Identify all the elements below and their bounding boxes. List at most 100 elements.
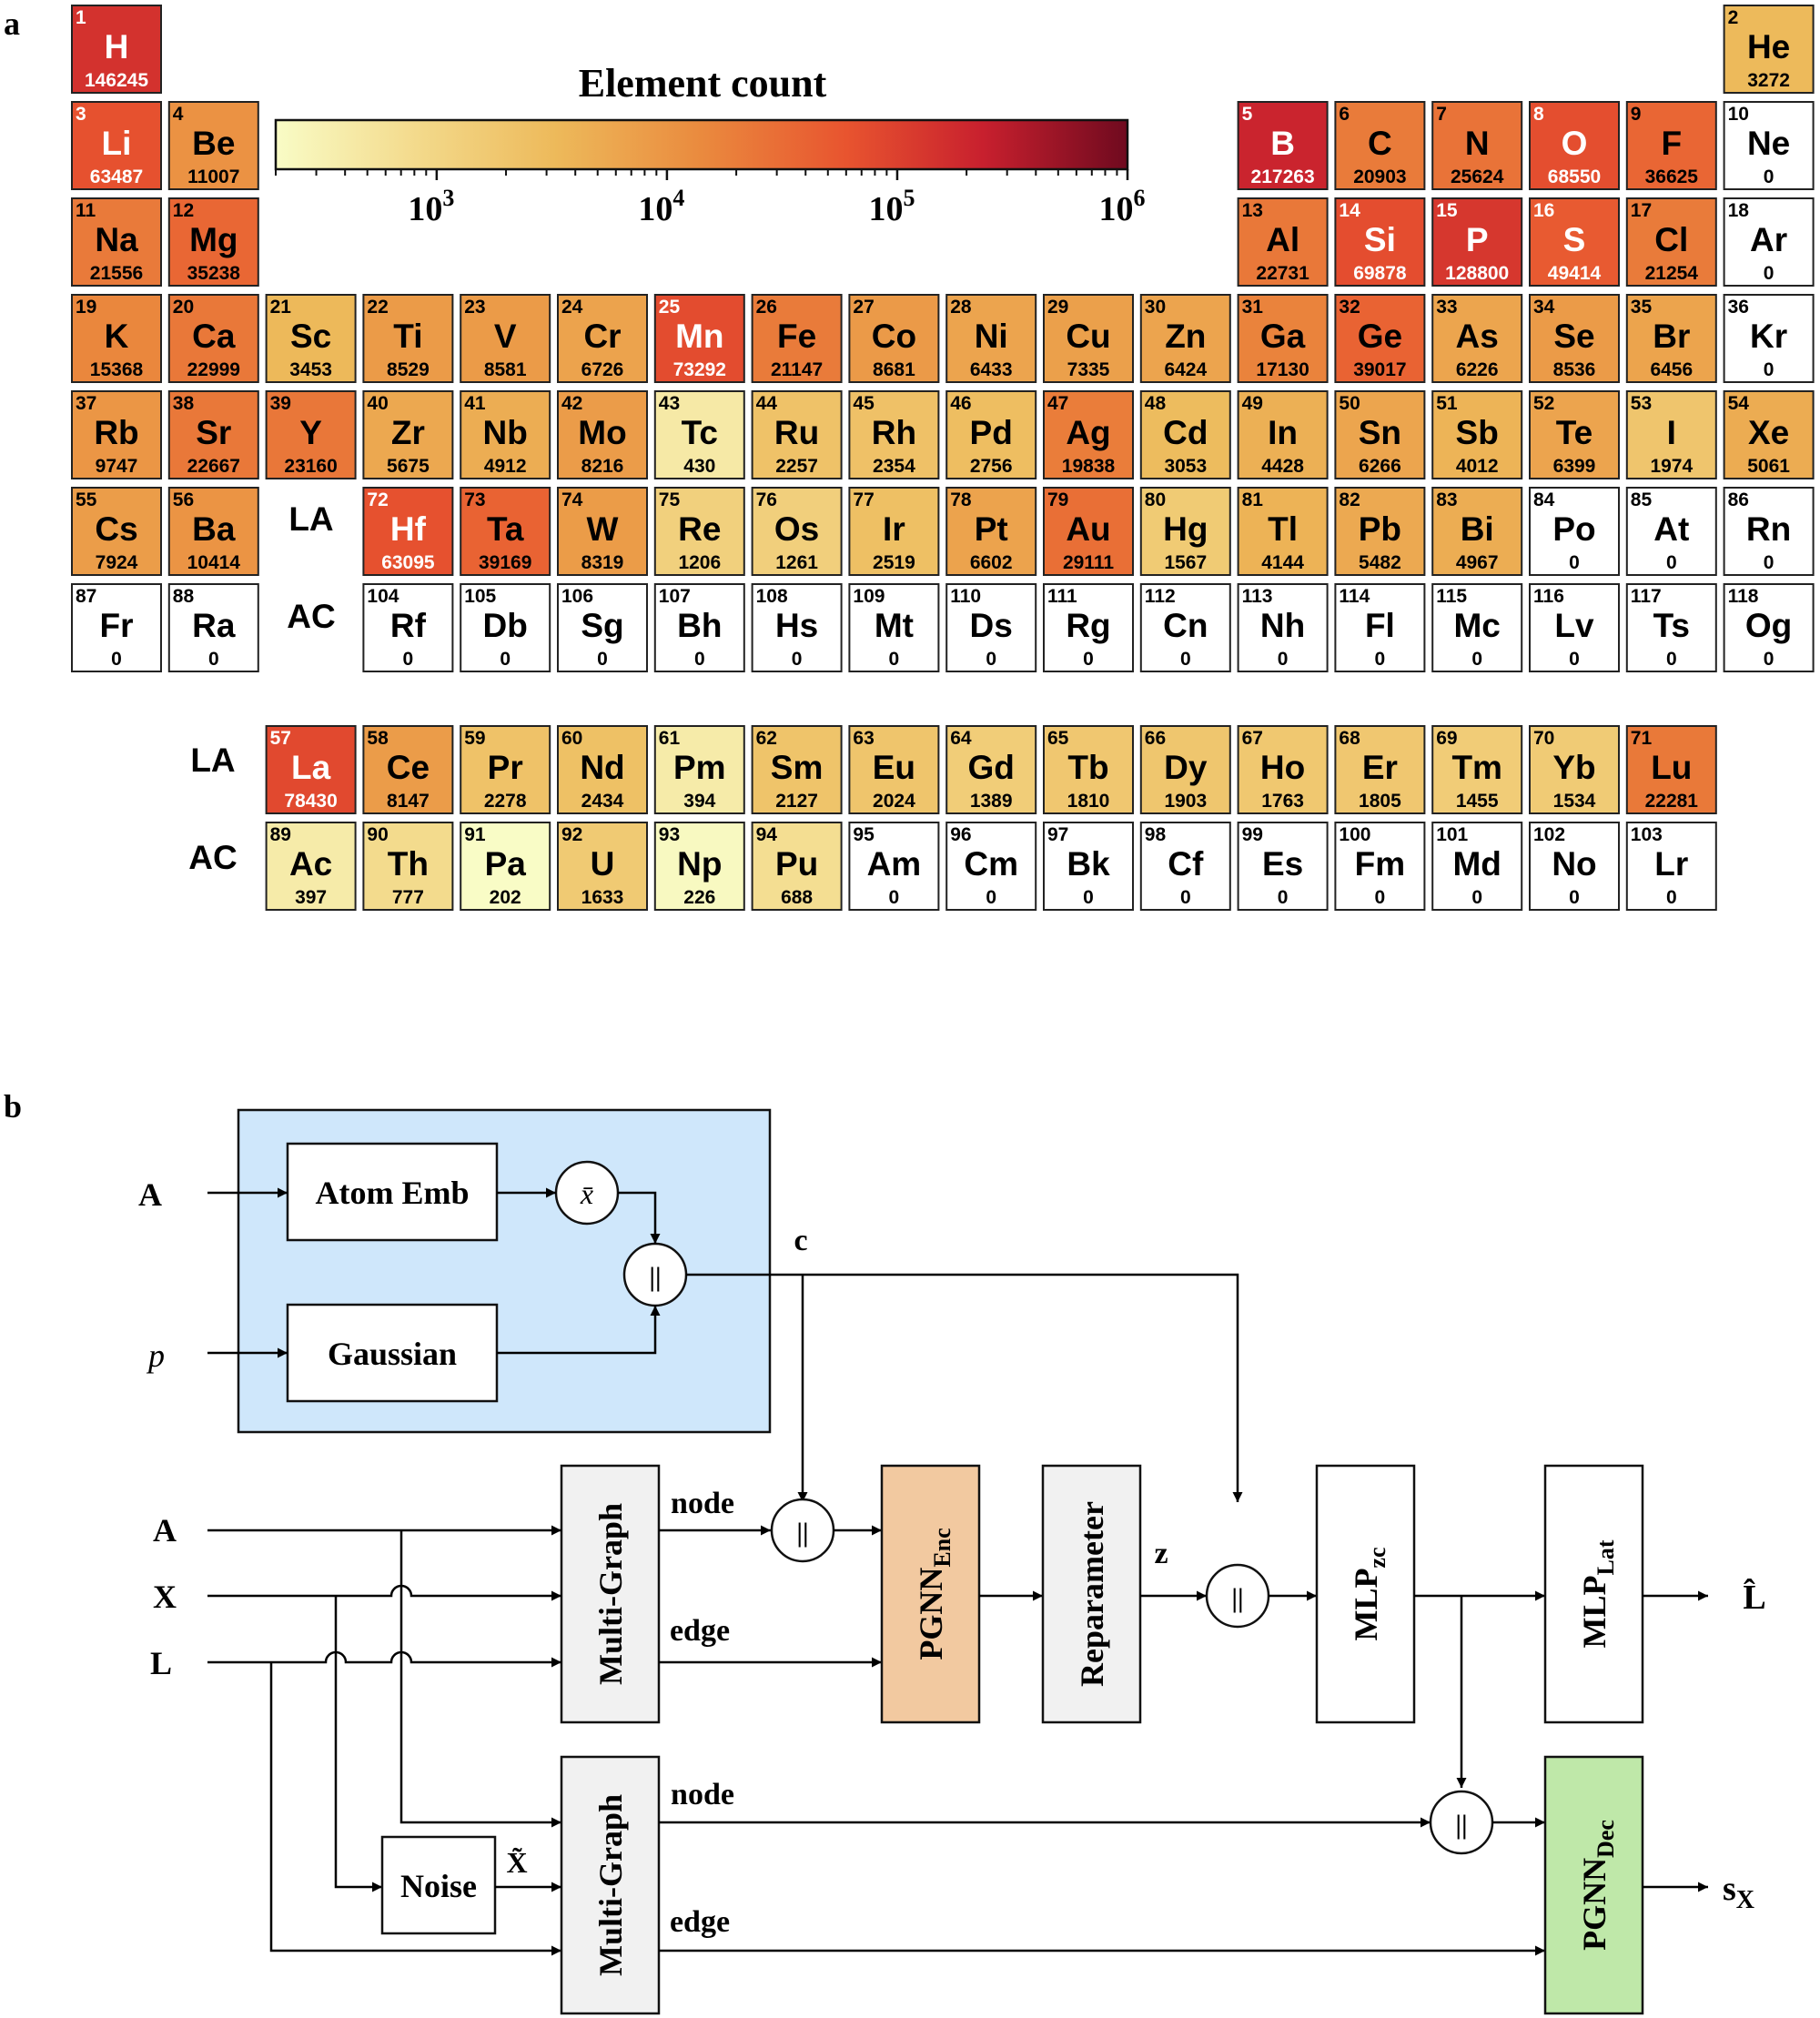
pgnn-enc-sub: Enc xyxy=(929,1528,956,1567)
element-symbol: Bi xyxy=(1461,510,1494,548)
element-swatch xyxy=(362,583,454,672)
element-count: 202 xyxy=(490,887,521,908)
atomic-number: 100 xyxy=(1339,824,1370,845)
element-swatch xyxy=(1431,294,1523,383)
element-swatch xyxy=(1139,390,1231,479)
element-symbol: Dy xyxy=(1164,749,1208,786)
element-count: 5061 xyxy=(1747,456,1790,477)
element-symbol: Cd xyxy=(1163,414,1208,451)
element-count: 0 xyxy=(1083,649,1094,670)
element-count: 146245 xyxy=(85,70,148,91)
element-swatch xyxy=(1723,390,1815,479)
element-symbol: Al xyxy=(1266,221,1299,258)
atomic-number: 39 xyxy=(270,393,291,414)
element-swatch xyxy=(1625,583,1717,672)
atomic-number: 85 xyxy=(1631,489,1653,510)
element-swatch xyxy=(751,583,843,672)
atomic-number: 80 xyxy=(1145,489,1166,510)
element-symbol: Fl xyxy=(1365,607,1395,644)
element-symbol: O xyxy=(1562,125,1588,162)
atomic-number: 61 xyxy=(659,728,681,749)
element-count: 2127 xyxy=(775,791,818,812)
mlp-zc-box xyxy=(1315,1464,1416,1724)
element-symbol: Cn xyxy=(1163,607,1208,644)
element-count: 0 xyxy=(694,649,705,670)
gaussian-label: Gaussian xyxy=(328,1336,457,1372)
atomic-number: 4 xyxy=(173,104,184,125)
atomic-number: 48 xyxy=(1145,393,1167,414)
element-count: 8216 xyxy=(581,456,624,477)
element-symbol: Ba xyxy=(192,510,236,548)
element-count: 0 xyxy=(1278,887,1289,908)
element-swatch xyxy=(1723,487,1815,576)
atomic-number: 57 xyxy=(270,728,291,749)
atomic-number: 89 xyxy=(270,824,291,845)
element-swatch xyxy=(460,487,551,576)
element-swatch xyxy=(71,390,162,479)
element-symbol: Mn xyxy=(675,318,723,355)
atomic-number: 54 xyxy=(1728,393,1750,414)
atomic-number: 70 xyxy=(1533,728,1554,749)
atomic-number: 60 xyxy=(561,728,582,749)
atom-emb-label: Atom Emb xyxy=(316,1175,470,1211)
element-symbol: N xyxy=(1465,125,1490,162)
element-symbol: Ta xyxy=(487,510,524,548)
element-swatch xyxy=(167,294,259,383)
element-swatch xyxy=(848,822,940,911)
arrow-l-to-multigraph xyxy=(207,1650,561,1668)
element-symbol: Fr xyxy=(100,607,134,644)
element-swatch xyxy=(1043,390,1134,479)
atomic-number: 113 xyxy=(1242,586,1273,607)
element-symbol: Sm xyxy=(771,749,824,786)
element-count: 63095 xyxy=(381,552,435,573)
element-swatch xyxy=(1237,822,1329,911)
element-count: 2434 xyxy=(581,791,624,812)
element-symbol: La xyxy=(291,749,331,786)
element-count: 39169 xyxy=(479,552,531,573)
atomic-number: 15 xyxy=(1436,200,1458,221)
tick-base: 10 xyxy=(868,190,903,228)
atomic-number: 79 xyxy=(1047,489,1068,510)
element-symbol: Rf xyxy=(390,607,427,644)
atomic-number: 82 xyxy=(1339,489,1360,510)
atomic-number: 93 xyxy=(659,824,680,845)
element-count: 0 xyxy=(1180,887,1191,908)
element-count: 8536 xyxy=(1553,359,1596,380)
element-swatch xyxy=(1237,294,1329,383)
mlp-zc-main: MLP xyxy=(1348,1569,1384,1641)
element-swatch xyxy=(1529,101,1620,190)
mlp-lat-label: MLPLat xyxy=(1576,1539,1619,1648)
element-swatch xyxy=(265,725,357,814)
element-symbol: Sg xyxy=(581,607,623,644)
element-swatch xyxy=(1529,197,1620,287)
element-symbol: He xyxy=(1747,28,1790,66)
colorbar-tick-label: 105 xyxy=(868,185,915,228)
element-swatch xyxy=(1529,725,1620,814)
element-count: 0 xyxy=(208,649,219,670)
element-swatch xyxy=(167,390,259,479)
element-swatch xyxy=(1529,390,1620,479)
element-swatch xyxy=(460,822,551,911)
element-count: 36625 xyxy=(1645,166,1699,187)
element-symbol: Hs xyxy=(775,607,818,644)
element-swatch xyxy=(751,487,843,576)
element-symbol: Ts xyxy=(1653,607,1690,644)
atomic-number: 117 xyxy=(1631,586,1662,607)
gaussian-box xyxy=(286,1303,499,1403)
atomic-number: 47 xyxy=(1047,393,1068,414)
pgnn-enc-main: PGNN xyxy=(913,1568,949,1660)
element-count: 39017 xyxy=(1353,359,1406,380)
tick-base: 10 xyxy=(638,190,672,228)
label-node-bottom: node xyxy=(671,1778,734,1811)
element-symbol: Ac xyxy=(289,845,332,883)
